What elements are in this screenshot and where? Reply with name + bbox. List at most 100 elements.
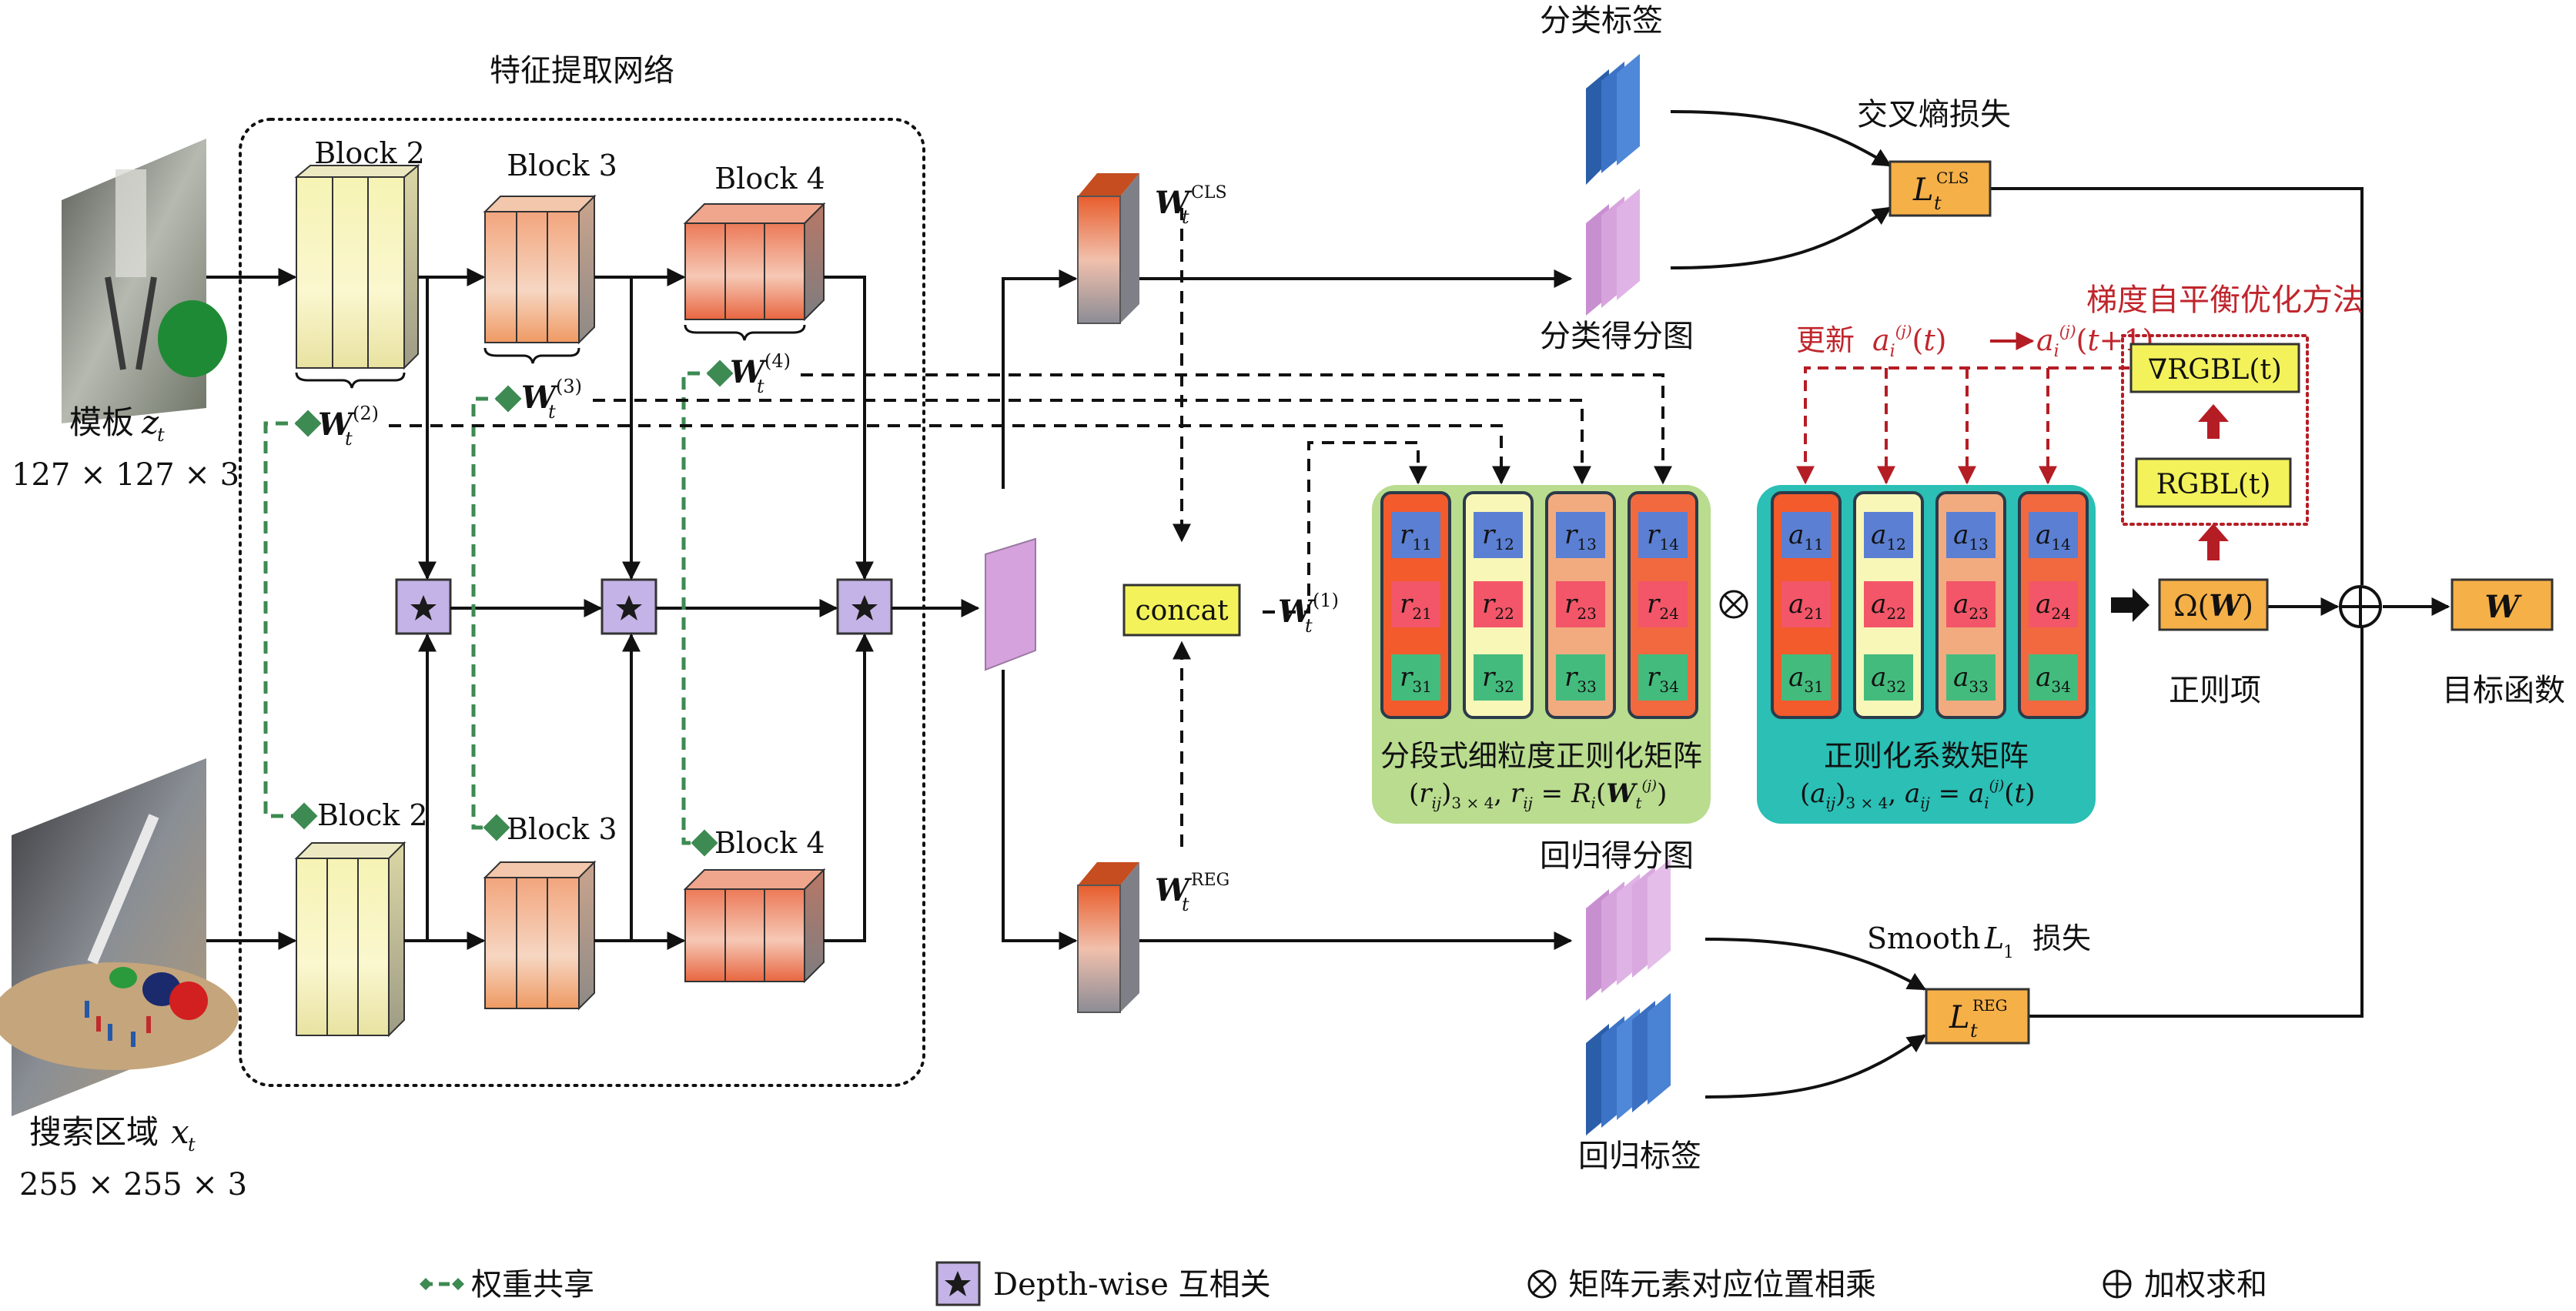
r-matrix-formula: (rij)3 × 4, rij = Ri(Wt(j)) [1409, 778, 1667, 812]
svg-text:127 × 127 × 3: 127 × 127 × 3 [12, 457, 239, 493]
weight-w4: W t (4) [730, 350, 791, 397]
svg-text:z: z [141, 403, 159, 441]
smooth-l1-text: Smooth L 1 损失 [1867, 921, 2091, 962]
r-cell-11 [1391, 512, 1440, 558]
a-cell-label-31: a31 [1788, 662, 1824, 696]
template-label: 模板 z t 127 × 127 × 3 [12, 403, 239, 493]
svg-text:W: W [730, 354, 768, 390]
nabla-rgbl-box: ∇RGBL(t) [2129, 343, 2300, 393]
cross-entropy-text: 交叉熵损失 [1857, 97, 2011, 132]
svg-text:∇RGBL(t): ∇RGBL(t) [2148, 354, 2282, 386]
a-cell-label-11: a11 [1788, 520, 1824, 553]
template-image [62, 139, 227, 423]
block3-top [483, 194, 597, 345]
svg-text:(2): (2) [353, 403, 379, 424]
block2-top-label: Block 2 [314, 136, 425, 170]
block4-top-label: Block 4 [714, 162, 825, 196]
legend-hadamard: 矩阵元素对应位置相乘 [1527, 1267, 1876, 1303]
weight-w3: W t (3) [521, 376, 582, 423]
r-cell-13 [1556, 512, 1605, 558]
r-cell-label-14: r14 [1647, 520, 1679, 553]
hadamard-operator [1719, 590, 1748, 619]
r-cell-label-21: r21 [1400, 589, 1432, 623]
svg-text:Ω(W): Ω(W) [2173, 588, 2253, 623]
weight-wreg: W t REG [1155, 871, 1229, 915]
svg-text:W: W [1155, 185, 1193, 221]
loss-cls-box: L t CLS [1889, 160, 1992, 217]
cls-label-text: 分类标签 [1540, 3, 1663, 38]
brace-w3 [483, 347, 580, 364]
r-cell-label-11: r11 [1400, 520, 1432, 553]
weighted-sum-operator [2339, 585, 2382, 628]
legend-weight-sharing: 权重共享 [420, 1267, 594, 1303]
svg-text:L: L [1984, 921, 2004, 955]
depthwise-xcorr-1 [395, 578, 452, 635]
svg-text:t: t [345, 428, 353, 450]
a-cell-22 [1864, 581, 1913, 627]
svg-text:模板: 模板 [69, 403, 134, 441]
search-image [0, 758, 239, 1116]
svg-text:矩阵元素对应位置相乘: 矩阵元素对应位置相乘 [1568, 1267, 1876, 1303]
gradient-box-frame [2121, 334, 2309, 526]
a-cell-label-12: a12 [1871, 520, 1906, 553]
r-cell-label-23: r23 [1564, 589, 1597, 623]
r-cell-label-22: r22 [1482, 589, 1514, 623]
cls-label-stack [1586, 54, 1640, 185]
r-cell-21 [1391, 581, 1440, 627]
svg-text:ai(j)(t): ai(j)(t) [1872, 322, 1946, 361]
block3-bottom-label: Block 3 [507, 812, 617, 846]
fused-feature [985, 537, 1036, 671]
r-cell-22 [1474, 581, 1523, 627]
svg-text:REG: REG [1972, 996, 2008, 1015]
a-cell-label-24: a24 [2036, 589, 2071, 623]
a-cell-33 [1946, 654, 1996, 701]
svg-text:L: L [1912, 172, 1934, 208]
a-cell-label-21: a21 [1788, 589, 1824, 623]
a-cell-11 [1781, 512, 1831, 558]
svg-text:CLS: CLS [1191, 183, 1227, 202]
svg-text:CLS: CLS [1936, 169, 1969, 187]
r-cell-31 [1391, 654, 1440, 701]
svg-text:t: t [757, 376, 764, 397]
svg-text:t: t [548, 401, 556, 423]
svg-text:255 × 255 × 3: 255 × 255 × 3 [19, 1167, 247, 1202]
block2-top [294, 163, 420, 370]
r-cell-23 [1556, 581, 1605, 627]
svg-text:(1): (1) [1313, 590, 1339, 611]
a-matrix-title: 正则化系数矩阵 [1824, 739, 2029, 773]
svg-text:权重共享: 权重共享 [471, 1267, 594, 1303]
r-matrix-panel [1372, 485, 1711, 824]
cls-score-text: 分类得分图 [1540, 319, 1694, 354]
block3-bottom [483, 860, 597, 1011]
a-cell-label-13: a13 [1953, 520, 1989, 553]
objective-box: W [2451, 578, 2554, 631]
regularizer-box: Ω(W) [2158, 578, 2269, 631]
r-cell-34 [1638, 654, 1688, 701]
svg-text:更新: 更新 [1796, 323, 1855, 357]
svg-text:t: t [1305, 615, 1313, 637]
depthwise-xcorr-2 [601, 578, 657, 635]
update-formula: 更新 ai(j)(t) ai(j)(t+1) [1796, 322, 2153, 361]
weight-w1: W t (1) [1278, 590, 1339, 637]
a-matrix-formula: (aij)3 × 4, aij = ai(j)(t) [1800, 778, 2036, 812]
gradient-arrows [2198, 404, 2229, 560]
svg-text:RGBL(t): RGBL(t) [2156, 469, 2271, 500]
svg-text:W: W [1278, 594, 1316, 630]
r-cell-24 [1638, 581, 1688, 627]
concat-box: concat [1122, 584, 1241, 637]
a-cell-32 [1864, 654, 1913, 701]
block4-bottom-label: Block 4 [714, 826, 825, 860]
svg-text:Smooth: Smooth [1867, 921, 1981, 955]
r-cell-label-24: r24 [1647, 589, 1679, 623]
legend-weighted-sum: 加权求和 [2103, 1267, 2267, 1303]
svg-text:(4): (4) [764, 350, 791, 372]
a-cell-label-34: a34 [2036, 662, 2071, 696]
backbone-arrows [206, 110, 2451, 1099]
weight-to-matrix-links [389, 208, 1672, 847]
update-links [1796, 366, 2129, 485]
gradient-title: 梯度自平衡优化方法 [2086, 283, 2364, 318]
r-cell-label-31: r31 [1400, 662, 1432, 696]
reg-score-stack [1586, 858, 1671, 1001]
cls-score-stack [1586, 189, 1640, 316]
